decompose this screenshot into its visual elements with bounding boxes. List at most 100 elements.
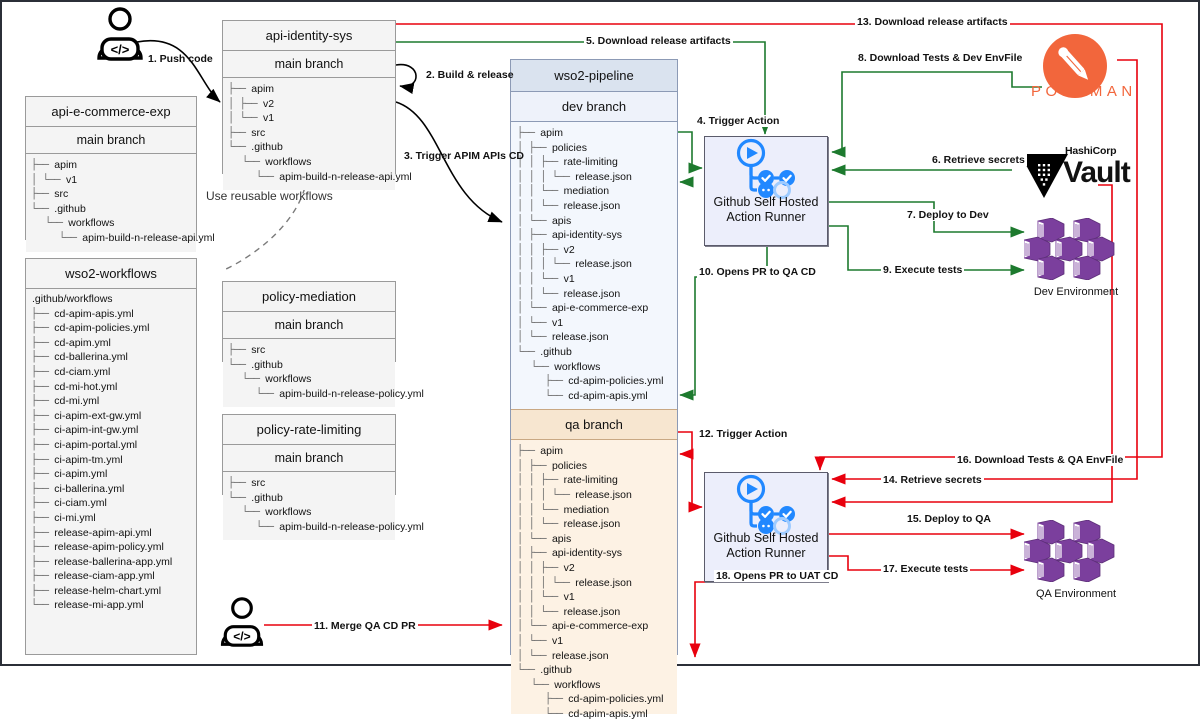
workflow-file-row[interactable]: └── release-mi-app.yml — [31, 598, 191, 613]
tree-row: └── workflows — [228, 372, 390, 387]
pipeline-card-wso2-pipeline[interactable]: wso2-pipeline dev branch ├── apim│ ├── p… — [510, 59, 678, 720]
branch-header-qa[interactable]: qa branch — [511, 409, 677, 441]
tree-row: │ ├── policies — [517, 141, 672, 156]
tree-guide: ├── — [517, 445, 541, 458]
repo-card-api-e-commerce-exp[interactable]: api-e-commerce-exp main branch ├── apim│… — [25, 96, 215, 252]
environment-dev: Dev Environment — [1023, 217, 1128, 298]
vault-corp-label: HashiCorp — [1065, 145, 1117, 157]
github-action-runner-dev[interactable]: Github Self Hosted Action Runner — [704, 136, 828, 246]
repo-tree: ├── apim│ └── v1├── src└── .github└── wo… — [26, 154, 215, 252]
workflow-file-row[interactable]: ├── release-helm-chart.yml — [31, 584, 191, 599]
repo-card-api-identity-sys[interactable]: api-identity-sys main branch ├── apim│ ├… — [222, 20, 412, 191]
workflow-file-row[interactable]: ├── release-apim-api.yml — [31, 526, 191, 541]
github-actions-icon — [736, 474, 795, 535]
workflow-file-row[interactable]: ├── ci-ciam.yml — [31, 496, 191, 511]
workflow-file-row[interactable]: ├── ci-apim-tm.yml — [31, 453, 191, 468]
workflow-file-row[interactable]: ├── release-ciam-app.yml — [31, 569, 191, 584]
tree-guide: ├── — [31, 188, 55, 201]
tree-guide: │ └── — [517, 316, 552, 329]
workflow-file-row[interactable]: ├── cd-apim.yml — [31, 336, 191, 351]
tree-row: │ │ └── v1 — [517, 590, 672, 605]
workflow-file-label: ci-apim.yml — [54, 468, 108, 481]
tree-label: apim-build-n-release-api.yml — [279, 170, 412, 183]
workflows-root-label: .github/workflows — [32, 293, 113, 305]
tree-guide: │ └── — [517, 620, 552, 633]
tree-row: │ │ ├── rate-limiting — [517, 155, 672, 170]
workflow-file-row[interactable]: ├── cd-apim-policies.yml — [31, 321, 191, 336]
tree-label: mediation — [563, 503, 610, 516]
edge-label-13: 13. Download release artifacts — [855, 16, 1010, 28]
tree-row: │ ├── v2 — [228, 97, 390, 112]
github-actions-icon — [736, 138, 795, 199]
tree-guide: │ │ └── — [517, 199, 564, 212]
tree-guide: ├── — [545, 375, 569, 388]
tree-row: ├── apim — [517, 126, 672, 141]
tree-guide: │ │ └── — [517, 272, 564, 285]
tree-row: └── apim-build-n-release-api.yml — [228, 170, 412, 185]
workflow-file-row[interactable]: ├── cd-ballerina.yml — [31, 350, 191, 365]
workflow-file-row[interactable]: ├── cd-ciam.yml — [31, 365, 191, 380]
branch-header-dev[interactable]: dev branch — [511, 92, 677, 122]
workflow-file-row[interactable]: ├── ci-apim-portal.yml — [31, 438, 191, 453]
tree-label: src — [54, 188, 69, 201]
workflow-file-label: release-mi-app.yml — [54, 599, 144, 612]
tree-row: │ │ └── release.json — [517, 517, 672, 532]
repo-card-policy-mediation[interactable]: policy-mediation main branch ├── src└── … — [222, 281, 424, 408]
postman-icon — [1043, 34, 1107, 98]
repo-card-wso2-workflows[interactable]: wso2-workflows .github/workflows ├── cd-… — [25, 258, 197, 655]
tree-guide: ├── — [228, 477, 252, 489]
workflow-file-label: cd-mi.yml — [54, 395, 100, 408]
workflow-file-label: ci-apim-portal.yml — [54, 438, 138, 451]
tree-row: └── .github — [517, 345, 672, 360]
tree-label: apim-build-n-release-policy.yml — [279, 520, 424, 533]
tree-label: workflows — [68, 217, 115, 230]
runner-label: Github Self Hosted Action Runner — [714, 195, 819, 225]
tree-guide: └── — [228, 358, 252, 371]
tree-label: policies — [551, 459, 587, 472]
workflow-file-row[interactable]: ├── cd-mi-hot.yml — [31, 380, 191, 395]
tree-guide: │ │ ├── — [517, 243, 564, 256]
tree-guide: │ └── — [517, 214, 552, 227]
tree-row: │ └── api-e-commerce-exp — [517, 301, 672, 316]
vault-wordmark: Vault — [1063, 156, 1131, 189]
workflow-file-row[interactable]: ├── ci-apim-ext-gw.yml — [31, 409, 191, 424]
tree-guide: ├── — [31, 424, 55, 437]
tree-guide: │ └── — [517, 331, 552, 344]
tree-label: v2 — [262, 97, 275, 110]
workflow-file-row[interactable]: ├── release-apim-policy.yml — [31, 540, 191, 555]
edge-label-17: 17. Execute tests — [881, 563, 971, 575]
tree-row: ├── src — [228, 126, 390, 141]
edge-label-2: 2. Build & release — [426, 69, 514, 81]
runner-label-line2: Action Runner — [726, 546, 806, 560]
tree-label: release.json — [575, 170, 632, 183]
workflow-file-row[interactable]: ├── ci-ballerina.yml — [31, 482, 191, 497]
tree-guide: ├── — [31, 570, 55, 583]
workflow-file-row[interactable]: ├── cd-apim-apis.yml — [31, 307, 191, 322]
edge-label-10: 10. Opens PR to QA CD — [697, 266, 818, 278]
workflow-file-row[interactable]: ├── cd-mi.yml — [31, 394, 191, 409]
tree-guide: └── — [517, 345, 541, 358]
tree-label: v1 — [563, 272, 575, 285]
edge-label-16: 16. Download Tests & QA EnvFile — [955, 454, 1126, 466]
repo-title: api-identity-sys — [223, 21, 395, 51]
tree-row: ├── apim — [517, 444, 672, 459]
tree-label: api-identity-sys — [551, 229, 622, 242]
workflow-file-row[interactable]: ├── ci-apim-int-gw.yml — [31, 423, 191, 438]
tree-guide: │ │ └── — [517, 591, 564, 604]
tree-guide: └── — [242, 155, 266, 168]
tree-guide: │ │ │ └── — [517, 576, 576, 589]
tree-label: workflows — [265, 506, 312, 519]
tree-label: v1 — [262, 112, 275, 125]
tree-row: └── cd-apim-apis.yml — [517, 389, 672, 404]
tree-label: .github — [251, 141, 283, 154]
workflow-file-row[interactable]: ├── ci-apim.yml — [31, 467, 191, 482]
tree-label: src — [251, 126, 266, 139]
github-action-runner-qa[interactable]: Github Self Hosted Action Runner — [704, 472, 828, 582]
repo-card-policy-rate-limiting[interactable]: policy-rate-limiting main branch ├── src… — [222, 414, 424, 541]
workflow-file-row[interactable]: ├── release-ballerina-app.yml — [31, 555, 191, 570]
tree-guide: │ │ ├── — [517, 474, 564, 487]
tree-guide: │ │ │ └── — [517, 170, 576, 183]
edge-label-3: 3. Trigger APIM APIs CD — [404, 150, 524, 162]
tree-guide: └── — [228, 141, 252, 154]
workflow-file-row[interactable]: ├── ci-mi.yml — [31, 511, 191, 526]
